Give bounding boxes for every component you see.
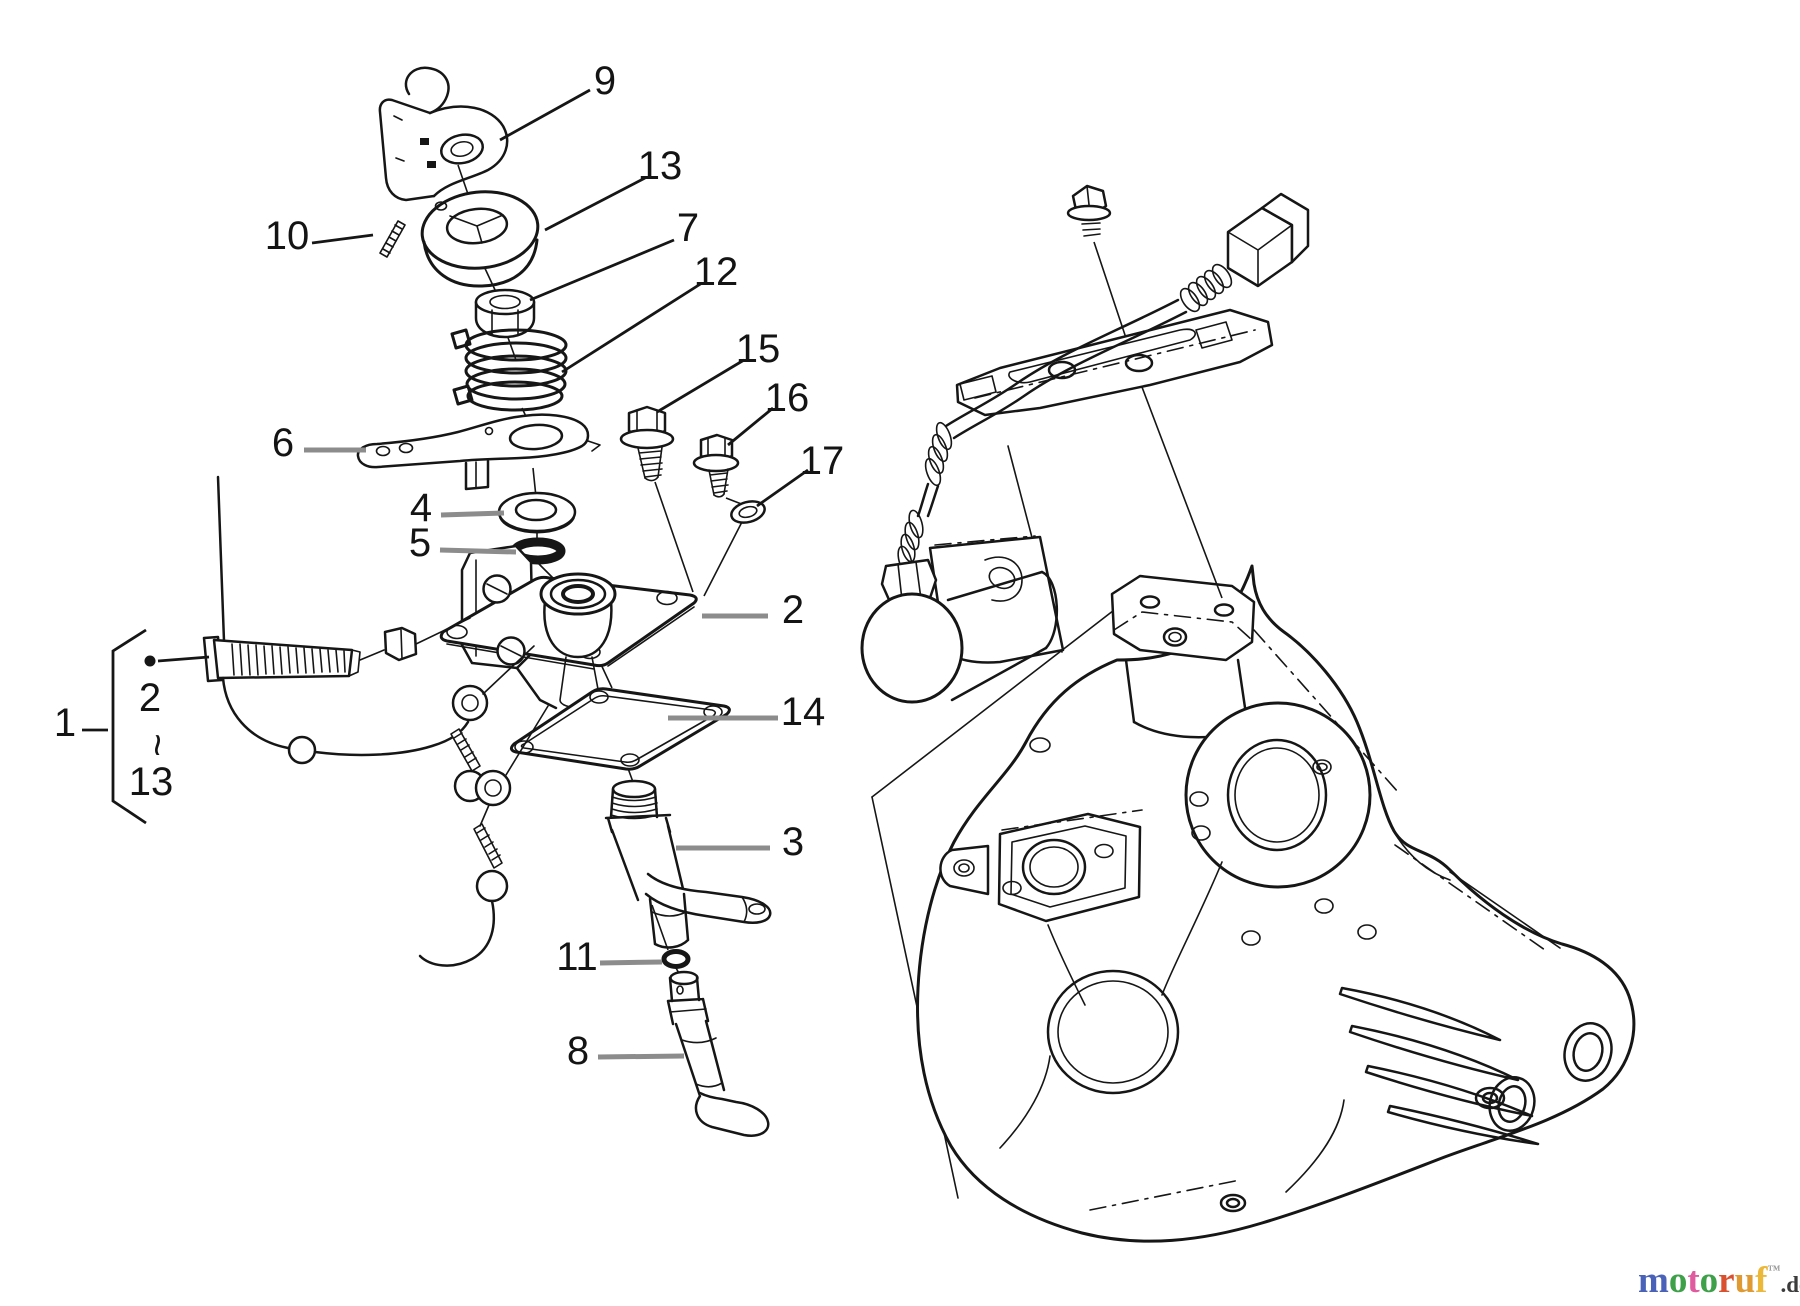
- callout-6: 6: [272, 421, 294, 465]
- part-2-holder-assembly: [439, 544, 698, 710]
- part-16-bolt: [692, 433, 740, 498]
- callout-8: 8: [567, 1029, 589, 1073]
- part-9-bracket: [378, 66, 509, 202]
- part-3-shaft: [604, 779, 772, 949]
- flange-bolt: [1066, 184, 1223, 599]
- logo-letter: m: [1638, 1260, 1669, 1301]
- callout-13: 13: [638, 144, 683, 188]
- logo-letter: r: [1718, 1260, 1734, 1301]
- callout-9: 9: [594, 59, 616, 103]
- case-lower-bore: [1046, 969, 1180, 1095]
- callout-12: 12: [694, 250, 739, 294]
- callout-16: 16: [765, 376, 810, 420]
- logo-domain-suffix: .de: [1781, 1272, 1800, 1297]
- callouts: 9 13 7 12 15 16 17 10 6 4 5 2 14 3 11 8 …: [54, 59, 844, 1073]
- callout-17: 17: [800, 439, 845, 483]
- motoruf-logo[interactable]: motoruf™.de: [1638, 1260, 1800, 1301]
- callout-15: 15: [736, 327, 781, 371]
- callout-1: 1: [54, 701, 76, 745]
- part-8-shaft: [666, 970, 770, 1137]
- case-ribs: [1219, 986, 1540, 1213]
- callout-4: 4: [410, 486, 432, 530]
- case-large-bore-flange: [1184, 701, 1377, 946]
- part-11-o-ring: [661, 949, 691, 969]
- callout-7: 7: [677, 206, 699, 250]
- range-first: 2: [139, 676, 161, 720]
- callout-10: 10: [265, 214, 310, 258]
- callout-11: 11: [556, 935, 598, 979]
- engine-case: [916, 564, 1636, 1243]
- logo-trademark: ™: [1768, 1262, 1781, 1277]
- logo-letter: t: [1687, 1260, 1700, 1301]
- harness-cable: [897, 263, 1233, 575]
- range-last: 13: [129, 760, 174, 804]
- range-tilde: ~: [135, 733, 179, 756]
- part-4-washer: [497, 491, 577, 534]
- harness-assembly: [860, 184, 1310, 704]
- part-13-cam: [420, 190, 540, 288]
- logo-letter: o: [1700, 1260, 1719, 1301]
- cable-connector: [1226, 192, 1310, 288]
- logo-letter: f: [1755, 1260, 1768, 1301]
- part-7-nut: [474, 288, 536, 339]
- callout-14: 14: [781, 690, 826, 734]
- svg-text:motoruf™.de: motoruf™.de: [1638, 1260, 1800, 1301]
- part-1-cable-group: [202, 475, 549, 967]
- part-15-bolt: [619, 405, 675, 482]
- logo-letter: o: [1669, 1260, 1688, 1301]
- case-ear-holes: [1488, 1022, 1613, 1132]
- part-12-spring: [450, 328, 568, 412]
- solenoid-sensor: [860, 535, 1065, 704]
- part-10-pin: [379, 220, 406, 258]
- callout-5: 5: [409, 521, 431, 565]
- callout-3: 3: [782, 820, 804, 864]
- case-detail-lines: [999, 629, 1561, 1211]
- part-17-washer: [730, 500, 766, 524]
- logo-letter: u: [1735, 1260, 1756, 1301]
- leader-lines: [82, 88, 809, 1060]
- part-6-lever: [356, 413, 601, 491]
- case-small-bore-flange: [939, 812, 1142, 923]
- harness-bracket: [955, 308, 1274, 417]
- callout-2: 2: [782, 588, 804, 632]
